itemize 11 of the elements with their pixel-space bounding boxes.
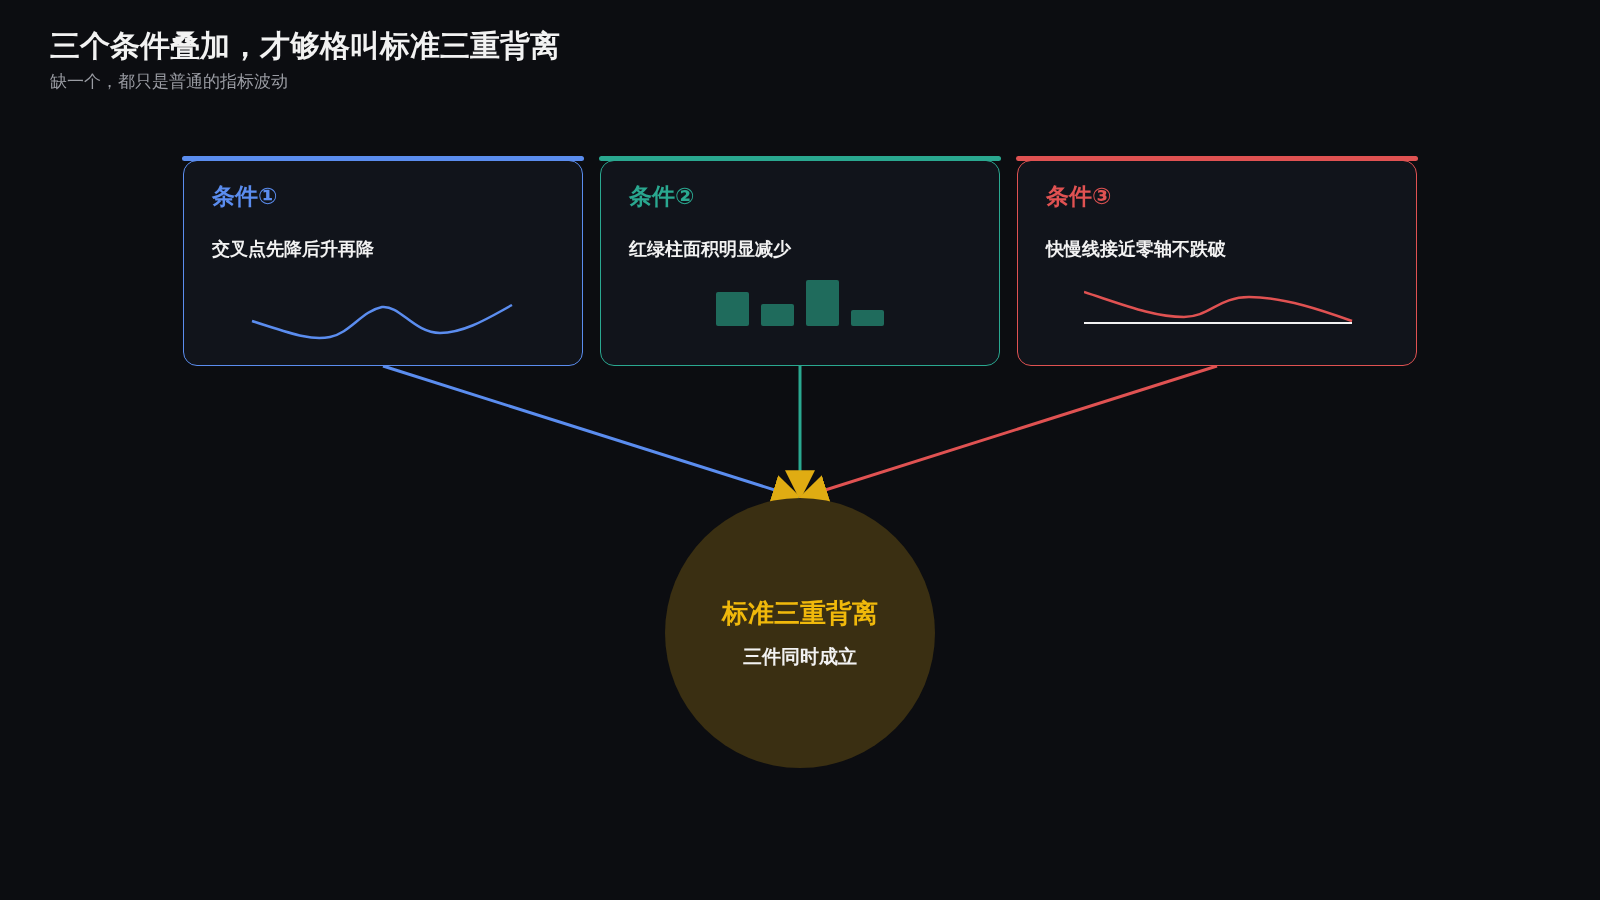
heading: 条件① [212,182,278,211]
arrow [797,364,1218,504]
description: 三件同时成立 [742,644,858,669]
heading: 条件③ [1046,182,1112,211]
heading: 标准三重背离 [720,597,879,630]
description: 交叉点先降后升再降 [212,237,374,261]
description: 红绿柱面积明显减少 [629,237,791,261]
heading: 条件② [629,182,695,211]
subtitle: 缺一个，都只是普通的指标波动 [50,70,288,93]
title: 三个条件叠加，才够格叫标准三重背离 [50,27,560,65]
description: 快慢线接近零轴不跌破 [1046,237,1226,261]
